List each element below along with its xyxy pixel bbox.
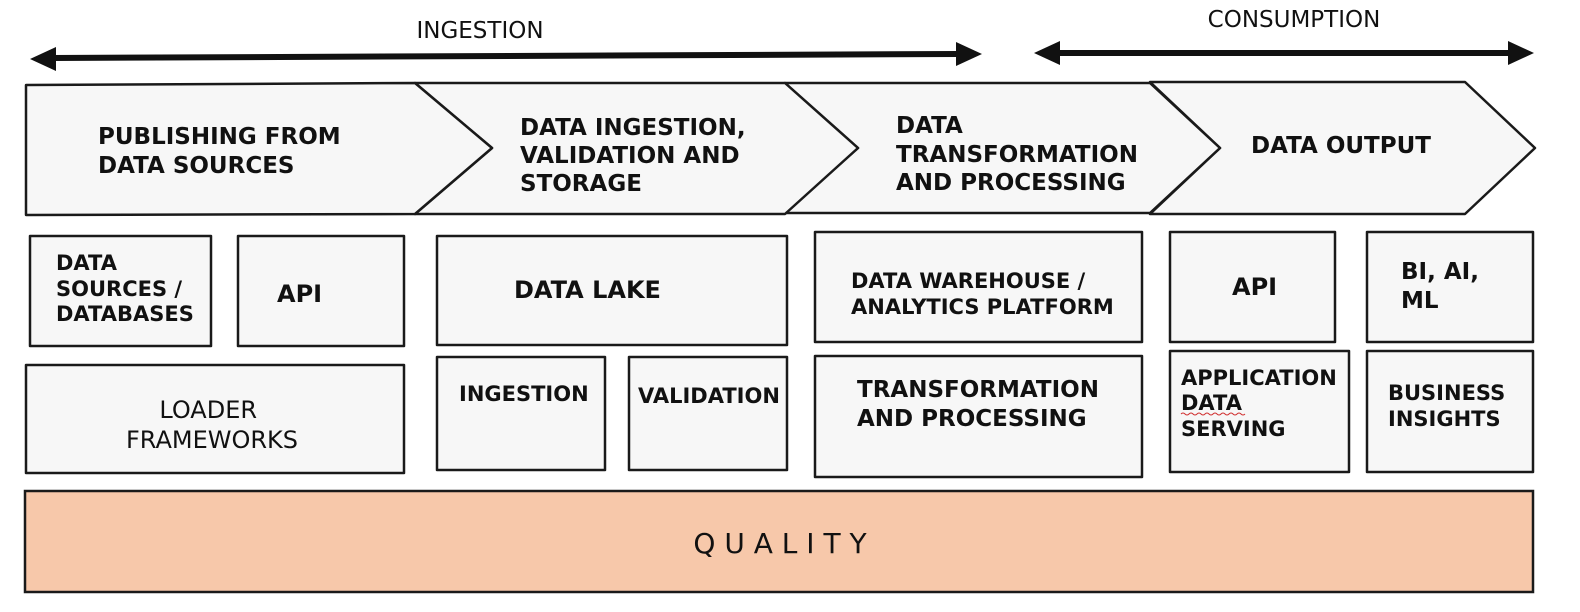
ingestion-phase-label: INGESTION xyxy=(416,18,543,44)
stage-label-publishing: PUBLISHING FROM DATA SOURCES xyxy=(98,124,349,179)
quality-label: Q U A L I T Y xyxy=(693,527,867,560)
component-label-data-sources: DATA SOURCES / DATABASES xyxy=(56,251,194,326)
component-data-lake xyxy=(435,234,789,347)
component-validation xyxy=(627,355,789,472)
stage-label-transformation: DATA TRANSFORMATION AND PROCESSING xyxy=(896,113,1146,196)
ingestion-phase-arrow xyxy=(30,42,982,71)
stage-label-data-output: DATA OUTPUT xyxy=(1251,133,1431,159)
component-api-source xyxy=(236,234,406,348)
component-data-warehouse xyxy=(813,230,1144,344)
component-label-transformation: TRANSFORMATION AND PROCESSING xyxy=(857,377,1107,432)
component-label-api-output: API xyxy=(1232,273,1277,301)
consumption-phase-label: CONSUMPTION xyxy=(1208,7,1381,33)
component-bi-ai-ml xyxy=(1365,230,1535,344)
component-label-loader-frameworks: LOADER FRAMEWORKS xyxy=(126,396,298,454)
consumption-phase-arrow xyxy=(1034,41,1534,65)
component-label-business-insights: BUSINESS INSIGHTS xyxy=(1388,381,1513,431)
component-application-data-serving xyxy=(1168,349,1351,474)
stage-chevron-publishing xyxy=(24,81,494,217)
component-transformation xyxy=(813,354,1144,479)
component-label-data-warehouse: DATA WAREHOUSE / ANALYTICS PLATFORM xyxy=(851,269,1114,319)
component-loader-frameworks xyxy=(24,363,406,475)
component-label-validation: VALIDATION xyxy=(638,384,780,408)
component-label-api-source: API xyxy=(277,280,322,308)
component-label-data-lake: DATA LAKE xyxy=(514,276,661,304)
component-api-output xyxy=(1168,230,1337,344)
quality-bar xyxy=(23,489,1535,594)
stage-label-ingestion: DATA INGESTION, VALIDATION AND STORAGE xyxy=(520,115,754,197)
spellcheck-squiggle xyxy=(1180,412,1246,416)
component-ingestion xyxy=(435,355,607,472)
component-label-application-data-serving: APPLICATION DATA SERVING xyxy=(1181,366,1344,441)
component-business-insights xyxy=(1365,349,1535,474)
component-data-sources xyxy=(28,234,213,348)
component-label-ingestion: INGESTION xyxy=(459,382,589,406)
component-label-bi-ai-ml: BI, AI, ML xyxy=(1401,259,1487,314)
